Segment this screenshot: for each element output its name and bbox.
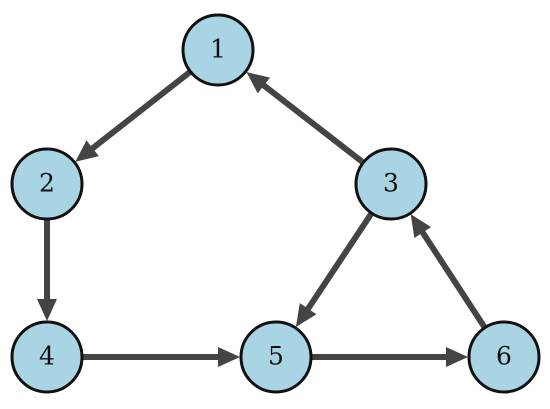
node-label: 1 [210,35,226,64]
edge-2-to-4 [37,220,57,321]
edge-1-to-2 [75,69,192,162]
edge-3-to-1 [246,72,365,165]
node-circle [239,320,313,394]
node-circle [467,320,541,394]
edge-line [260,81,365,165]
arrowhead [446,347,468,367]
edge-line [419,229,487,329]
node-2: 2 [10,147,84,221]
node-label: 5 [268,342,284,371]
node-1: 1 [181,13,255,87]
edge-5-to-6 [312,347,468,367]
arrowhead [37,299,57,321]
edge-3-to-5 [295,212,374,328]
arrowhead [246,72,270,94]
node-label: 6 [496,342,512,371]
edge-6-to-3 [410,214,487,329]
node-label: 3 [383,169,399,198]
edge-line [89,69,192,152]
edge-line [304,212,374,313]
node-circle [181,13,255,87]
edges-layer [37,69,487,367]
node-3: 3 [354,147,428,221]
node-label: 2 [39,169,55,198]
edge-4-to-5 [83,347,240,367]
node-label: 4 [39,342,55,371]
arrowhead [295,303,317,328]
node-circle [354,147,428,221]
arrowhead [410,214,432,239]
node-5: 5 [239,320,313,394]
arrowhead [218,347,240,367]
nodes-layer: 1 2 3 4 5 6 [10,13,541,394]
node-4: 4 [10,320,84,394]
node-circle [10,320,84,394]
node-circle [10,147,84,221]
node-6: 6 [467,320,541,394]
arrowhead [75,140,99,162]
